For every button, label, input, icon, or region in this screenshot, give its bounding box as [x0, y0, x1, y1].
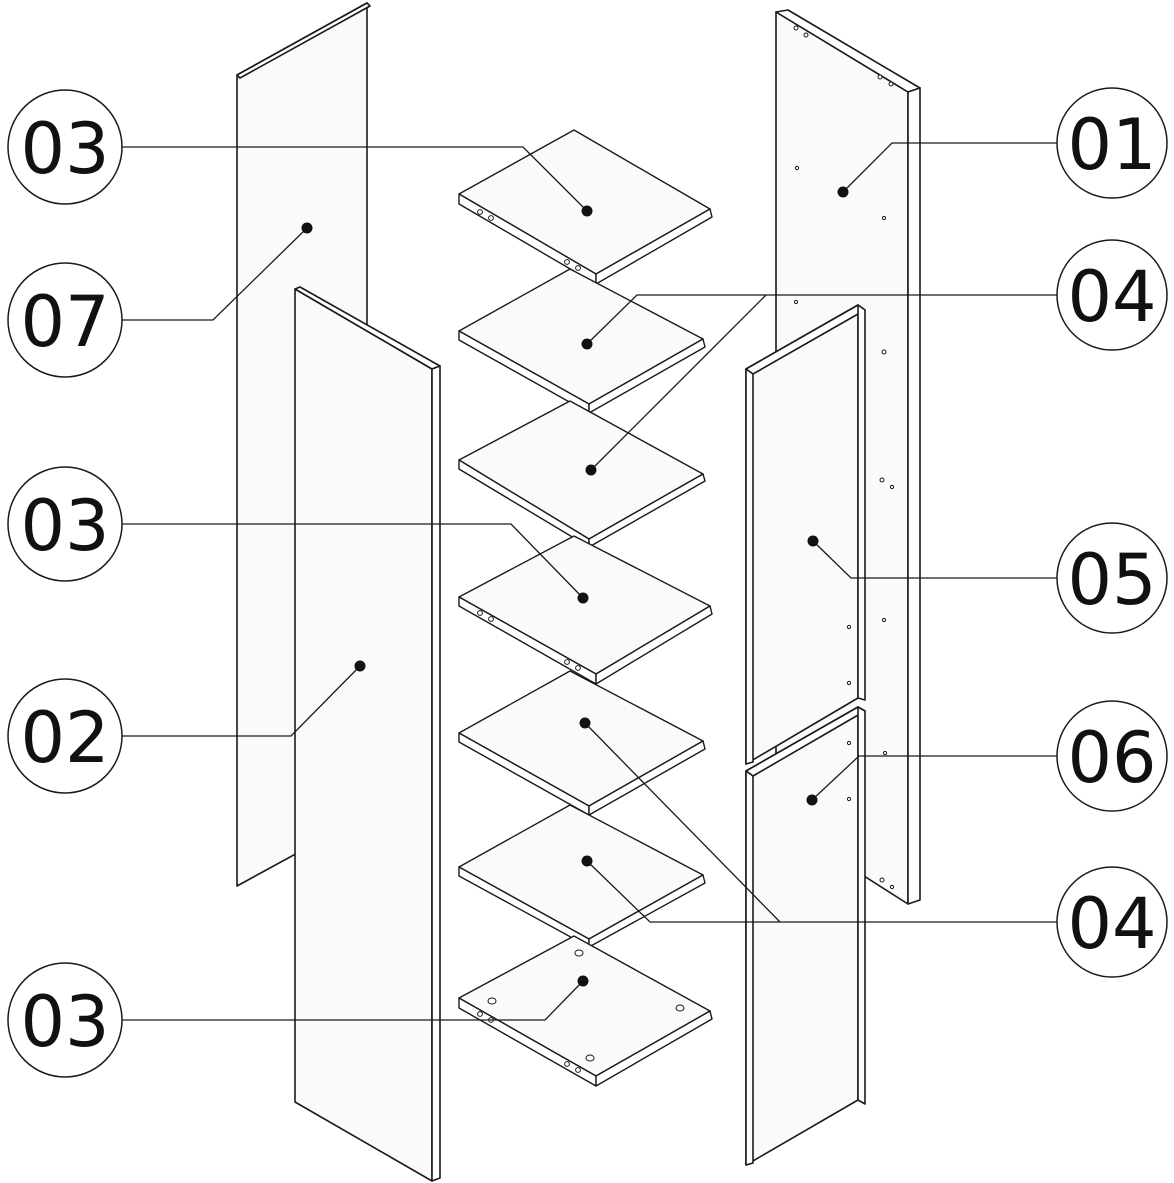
leader-03-mid — [121, 523, 584, 599]
label-07: 07 — [20, 281, 109, 363]
dot-01 — [837, 186, 849, 198]
leader-lines — [121, 142, 1058, 1021]
label-bubble-06: 06 — [1056, 700, 1168, 812]
shelf-2 — [458, 268, 706, 414]
dot-07 — [301, 222, 313, 234]
leader-06 — [811, 755, 1058, 801]
leader-04-bottom-b — [584, 722, 781, 923]
leader-01 — [842, 142, 1058, 193]
label-02: 02 — [20, 697, 109, 779]
dot-03-mid — [577, 592, 589, 604]
label-04-top: 04 — [1067, 256, 1156, 338]
label-03-bottom: 03 — [20, 981, 109, 1063]
dot-05 — [807, 535, 819, 547]
leader-02 — [121, 665, 361, 737]
label-06: 06 — [1067, 717, 1156, 799]
leader-04-top-b — [590, 294, 767, 471]
label-bubble-04-top: 04 — [1056, 239, 1168, 351]
dot-04-top-b — [585, 464, 597, 476]
label-bubble-03-bottom: 03 — [7, 962, 123, 1078]
leader-07 — [121, 227, 308, 321]
label-bubble-03-top: 03 — [7, 89, 123, 205]
label-03-mid: 03 — [20, 485, 109, 567]
shelf-5 — [458, 670, 706, 816]
label-bubble-02: 02 — [7, 678, 123, 794]
shelf-4 — [458, 535, 713, 685]
dot-02 — [354, 660, 366, 672]
leader-04-top-a — [586, 294, 1058, 345]
panel-02 — [294, 286, 441, 1182]
label-01: 01 — [1067, 104, 1156, 186]
label-bubble-07: 07 — [7, 262, 123, 378]
label-05: 05 — [1067, 539, 1156, 621]
label-04-bottom: 04 — [1067, 883, 1156, 965]
shelf-1 — [458, 129, 713, 285]
dot-06 — [806, 794, 818, 806]
leader-05 — [812, 540, 1058, 579]
label-bubble-01: 01 — [1056, 87, 1168, 199]
shelf-7 — [458, 935, 713, 1087]
dot-04-top-a — [581, 338, 593, 350]
panel-06 — [745, 706, 866, 1166]
shelf-6 — [458, 804, 706, 948]
dot-03-top — [581, 205, 593, 217]
label-03-top: 03 — [20, 108, 109, 190]
leader-03-bottom — [121, 980, 584, 1021]
leader-dots — [301, 186, 849, 987]
dot-03-bottom — [577, 975, 589, 987]
dot-04-bottom-a — [581, 855, 593, 867]
label-bubble-03-mid: 03 — [7, 466, 123, 582]
shelf-3 — [458, 400, 706, 548]
leader-03-top — [121, 146, 588, 212]
label-bubble-05: 05 — [1056, 522, 1168, 634]
leader-04-bottom-a — [586, 860, 1058, 923]
panel-05 — [745, 304, 866, 765]
dot-04-bottom-b — [579, 717, 591, 729]
label-bubble-04-bottom: 04 — [1056, 866, 1168, 978]
